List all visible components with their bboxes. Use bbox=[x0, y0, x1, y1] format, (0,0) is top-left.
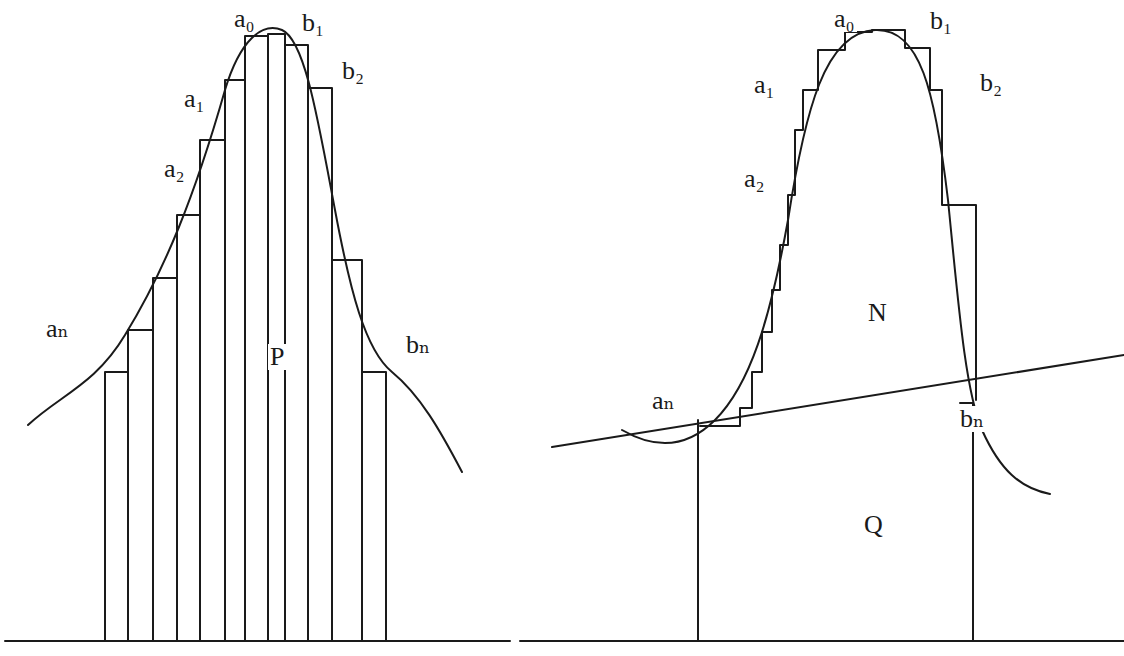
point-label: b₁ bbox=[300, 10, 326, 36]
point-label: b₂ bbox=[978, 70, 1004, 96]
curve bbox=[28, 28, 462, 472]
point-label: aₙ bbox=[44, 316, 71, 342]
point-label: N bbox=[866, 300, 889, 326]
point-label: b₂ bbox=[340, 58, 366, 84]
point-label: a₁ bbox=[752, 72, 777, 98]
point-label: bₙ bbox=[958, 406, 986, 432]
point-label: a₂ bbox=[742, 166, 767, 192]
point-label: bₙ bbox=[404, 332, 432, 358]
baseline bbox=[520, 640, 1124, 642]
boundary-line bbox=[697, 420, 699, 641]
point-label: a₀ bbox=[232, 6, 257, 32]
chord-line bbox=[552, 355, 1124, 447]
point-label: P bbox=[268, 344, 286, 370]
point-label: a₂ bbox=[162, 156, 187, 182]
curve bbox=[622, 30, 1050, 494]
point-label: b₁ bbox=[928, 8, 954, 34]
point-label: a₁ bbox=[182, 86, 207, 112]
point-label: a₀ bbox=[832, 6, 857, 32]
point-label: Q bbox=[862, 512, 885, 538]
column-bars bbox=[105, 34, 386, 641]
staircase bbox=[700, 30, 976, 426]
point-label: aₙ bbox=[650, 388, 677, 414]
boundary-line bbox=[960, 403, 973, 641]
